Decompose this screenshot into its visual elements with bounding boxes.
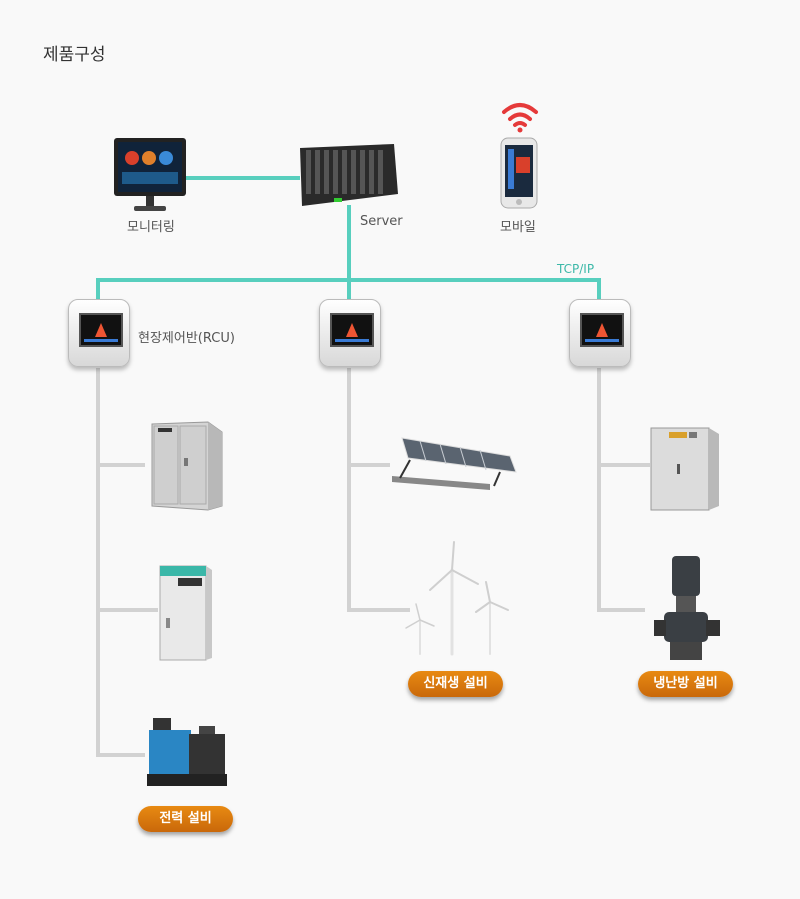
power-cabinet	[150, 420, 224, 512]
monitoring-monitor	[112, 136, 188, 216]
monitoring-label: 모니터링	[127, 220, 175, 235]
wifi-icon	[500, 98, 540, 134]
solar-panel-array	[390, 432, 520, 494]
category-badge-renewable: 신재생 설비	[408, 671, 503, 697]
mobile-phone	[500, 137, 538, 209]
rcu-screen	[79, 313, 123, 347]
wind-turbines	[400, 540, 518, 656]
rcu-label: 현장제어반(RCU)	[138, 331, 235, 346]
power-generator	[143, 712, 231, 792]
network-label: TCP/IP	[557, 262, 595, 276]
rcu-controller-right	[569, 299, 631, 367]
rcu-controller-center	[319, 299, 381, 367]
page-title: 제품구성	[43, 45, 106, 65]
mobile-label: 모바일	[500, 220, 536, 235]
hvac-pump	[652, 552, 728, 664]
rcu-screen	[580, 313, 624, 347]
rcu-controller-left	[68, 299, 130, 367]
category-badge-hvac: 냉난방 설비	[638, 671, 733, 697]
category-badge-power: 전력 설비	[138, 806, 233, 832]
server-rack	[298, 142, 400, 210]
hvac-panel	[649, 424, 721, 512]
server-label: Server	[360, 214, 403, 229]
power-ups-unit	[158, 562, 214, 662]
rcu-screen	[330, 313, 374, 347]
